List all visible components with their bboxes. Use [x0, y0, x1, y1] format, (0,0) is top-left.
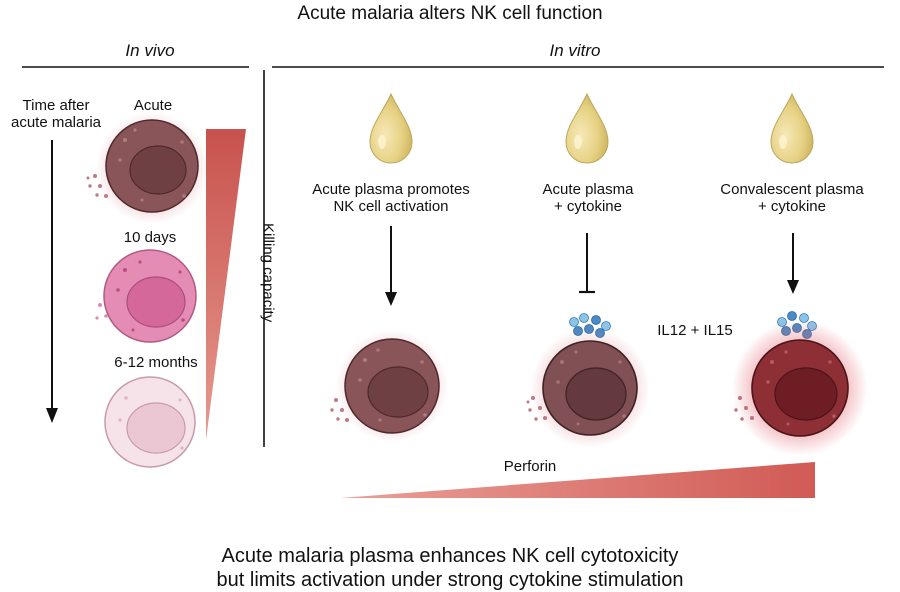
time-axis-arrowhead — [46, 408, 58, 423]
footer-line-1: Acute malaria plasma enhances NK cell cy… — [221, 545, 679, 567]
nk-cell-10-days — [95, 249, 197, 343]
perforin-gradient — [340, 462, 815, 498]
figure-footer: Acute malaria plasma enhances NK cell cy… — [217, 544, 684, 592]
nk-cell-acute-plasma-cytokine — [526, 328, 650, 448]
nk-cell-6-12-months — [104, 376, 196, 468]
inhibition-arrow — [579, 233, 595, 294]
in-vitro-heading: In vitro — [549, 41, 601, 60]
plasma-drop-1 — [369, 92, 413, 164]
stage-label-6-12-months: 6-12 months — [114, 354, 198, 371]
time-axis-label-line-2: acute malaria — [10, 114, 102, 132]
nk-cell-convalescent-plasma-cytokine — [732, 320, 868, 456]
condition-label-2: Acute plasma + cytokine — [543, 181, 634, 216]
killing-capacity-label: Killing capacity — [259, 223, 277, 323]
condition-2-line-2: + cytokine — [554, 198, 622, 216]
nk-cell-acute-plasma — [330, 330, 448, 442]
cytokine-label: IL12 + IL15 — [657, 322, 733, 339]
nk-cell-acute — [86, 112, 208, 224]
condition-label-3: Convalescent plasma + cytokine — [720, 181, 863, 216]
stage-label-acute: Acute — [133, 97, 173, 114]
condition-1-line-2: NK cell activation — [333, 198, 449, 216]
condition-1-line-1: Acute plasma promotes — [312, 181, 470, 198]
time-axis-label: Time after acute malaria — [11, 97, 101, 132]
condition-3-line-1: Convalescent plasma — [720, 181, 864, 198]
killing-capacity-gradient — [206, 129, 246, 440]
time-axis-label-line-1: Time after — [22, 97, 90, 114]
stage-label-10-days: 10 days — [123, 229, 177, 246]
footer-line-2: but limits activation under strong cytok… — [216, 569, 684, 591]
activation-arrow-1 — [385, 226, 397, 306]
condition-label-1: Acute plasma promotes NK cell activation — [312, 181, 470, 216]
condition-3-line-2: + cytokine — [758, 198, 826, 216]
plasma-drop-2 — [565, 92, 609, 164]
in-vivo-heading: In vivo — [125, 41, 175, 60]
perforin-label: Perforin — [503, 458, 557, 475]
figure-title: Acute malaria alters NK cell function — [297, 3, 603, 24]
activation-arrow-3 — [787, 233, 799, 294]
plasma-drop-3 — [770, 92, 814, 164]
condition-2-line-1: Acute plasma — [542, 181, 634, 198]
